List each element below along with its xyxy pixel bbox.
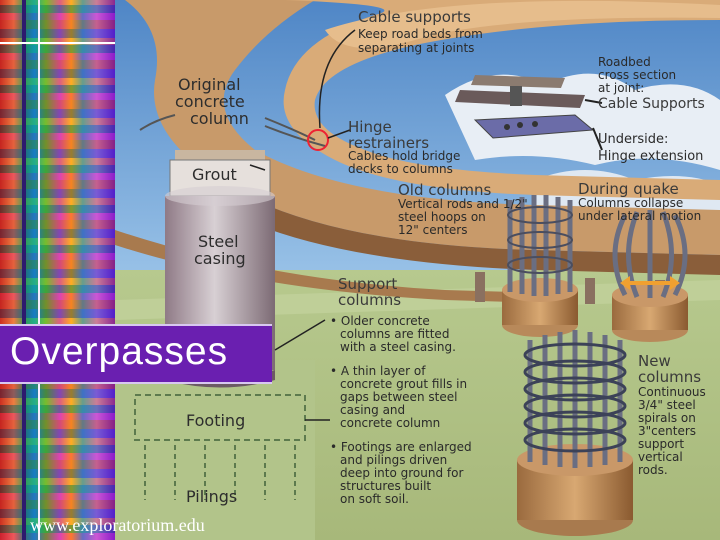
label-roadbed-line2: cross section (598, 68, 677, 82)
label-new-columns-desc6: vertical (638, 450, 683, 464)
old-column-rods (502, 195, 578, 337)
label-new-columns-desc5: support (638, 437, 685, 451)
label-steel-line1: Steel (198, 232, 239, 251)
label-during-quake: During quake (578, 180, 679, 198)
label-old-columns-line2: steel hoops on (398, 210, 486, 224)
label-support-columns-line2: columns (338, 291, 402, 309)
source-url: www.exploratorium.edu (30, 515, 205, 535)
label-roadbed-line1: Roadbed (598, 55, 651, 69)
overpass-illustration (115, 0, 720, 540)
overpass-deck-upper (125, 0, 720, 255)
label-old-columns-line1: Vertical rods and 1/2" (398, 197, 528, 211)
footing-outline (134, 394, 306, 441)
label-hinge-desc2: decks to columns (348, 162, 453, 176)
label-roadbed-line3: at joint: (598, 81, 645, 95)
label-hinge-desc1: Cables hold bridge (348, 149, 461, 163)
label-underside: Underside: (598, 132, 669, 147)
bullet-2-line3: gaps between steel (340, 390, 458, 404)
label-cable-supports-line2: separating at joints (358, 41, 475, 55)
label-support-columns-line1: Support (338, 275, 398, 293)
bullet-3-line2: and pilings driven (340, 453, 448, 467)
label-pilings: Pilings (186, 487, 238, 506)
label-original-line1: Original (178, 75, 241, 94)
decorative-vertical-line (22, 0, 26, 540)
bullet-1-text1: Older concrete (340, 314, 430, 328)
bullet-3-text1: Footings are enlarged (340, 440, 472, 454)
bullet-1-line1: • Older concrete (330, 314, 430, 328)
label-hinge-extension: Hinge extension (598, 149, 704, 164)
label-steel-line2: casing (194, 249, 246, 268)
label-original-line2: concrete (175, 92, 245, 111)
overpass-deck-top (283, 0, 720, 200)
label-new-columns-desc4: 3"centers (638, 424, 697, 438)
label-old-columns: Old columns (398, 181, 492, 199)
label-hinge-line2: restrainers (348, 134, 430, 152)
title-box (0, 324, 272, 384)
label-footing: Footing (186, 411, 246, 430)
label-new-columns-line2: columns (638, 368, 702, 386)
label-cable-supports: Cable supports (358, 8, 471, 26)
bullet-2-text1: A thin layer of (340, 364, 426, 378)
bullet-2-line4: casing and (340, 403, 406, 417)
label-hinge-line1: Hinge (348, 118, 392, 136)
bullet-1-line3: with a steel casing. (340, 340, 456, 354)
label-roadbed-cable-supports: Cable Supports (598, 96, 705, 112)
label-new-columns-desc2: 3/4" steel (638, 398, 696, 412)
bullet-3-line5: on soft soil. (340, 492, 409, 506)
label-new-columns-desc1: Continuous (638, 385, 706, 399)
new-column-spiral (517, 330, 633, 536)
decorative-pattern (0, 0, 115, 540)
bullet-2-line2: concrete grout fills in (340, 377, 468, 391)
slide-title: Overpasses (10, 330, 229, 373)
bullet-3-line3: deep into ground for (340, 466, 464, 480)
roadbed-cross-section (455, 75, 603, 151)
label-old-columns-line3: 12" centers (398, 223, 468, 237)
label-grout: Grout (192, 165, 237, 184)
label-new-columns-desc3: spirals on (638, 411, 696, 425)
bullet-2-line5: concrete column (340, 416, 441, 430)
bullet-2-line1: • A thin layer of (330, 364, 426, 378)
bullet-1-line2: columns are fitted (340, 327, 450, 341)
label-during-quake-line1: Columns collapse (578, 196, 684, 210)
decorative-horizontal-line (0, 42, 115, 44)
label-original-line3: column (190, 109, 249, 128)
label-new-columns-desc7: rods. (638, 463, 668, 477)
label-new-columns-line1: New (638, 352, 671, 370)
decorative-vertical-line-thin (38, 0, 40, 540)
bullet-3-line4: structures built (340, 479, 432, 493)
bullet-3-line1: • Footings are enlarged (330, 440, 472, 454)
label-during-quake-line2: under lateral motion (578, 209, 702, 223)
label-cable-supports-line1: Keep road beds from (358, 27, 483, 41)
quake-column (612, 210, 688, 342)
